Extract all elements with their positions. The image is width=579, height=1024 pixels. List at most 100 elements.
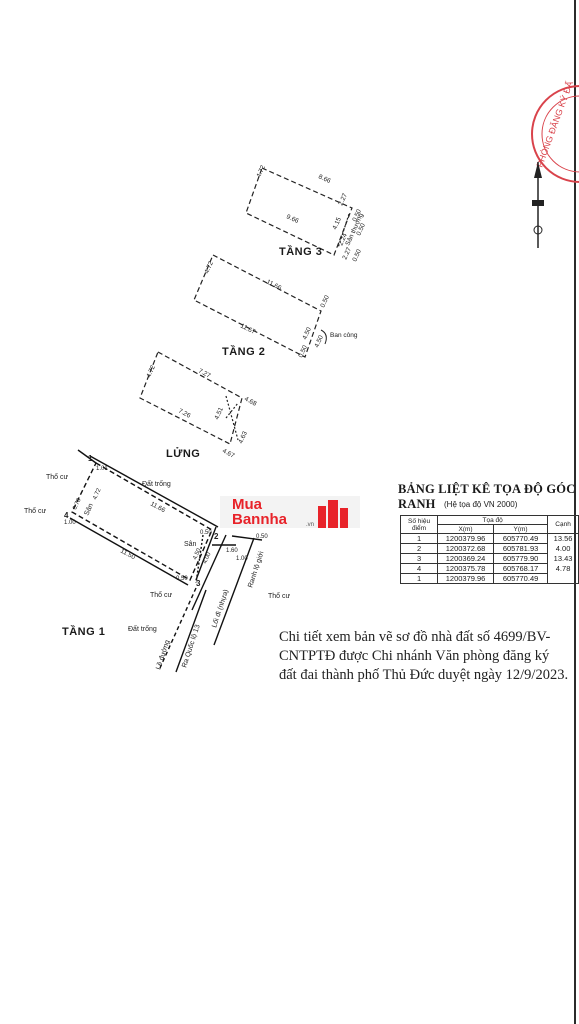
tang1-point-4: 4 <box>64 511 69 520</box>
lung-dim-r1: 4.68 <box>243 396 258 408</box>
tang1-tho-cu-3: Thổ cư <box>150 591 173 599</box>
tang1-outline <box>71 462 213 581</box>
table-row: 4 1200375.78 605768.17 4.78 <box>399 563 579 574</box>
tang1-dat-trong-2: Đất trống <box>128 624 157 633</box>
tang3-dim-r6: 0.50 <box>355 222 367 237</box>
tang1-san-right: Sân <box>184 541 197 548</box>
red-stamp-seal: PHÒNG ĐĂNG KÝ ĐẤ <box>531 80 579 183</box>
tang1-tho-cu-1: Thổ cư <box>46 473 69 481</box>
tang1-dat-trong-1: Đất trống <box>142 479 171 488</box>
tang2-dim-r1: 0.50 <box>319 294 331 309</box>
lung-outline <box>139 351 243 445</box>
tang3-outline <box>245 167 353 256</box>
tang1-san-left: Sân <box>83 502 95 516</box>
tang1-tho-cu-2: Thổ cư <box>24 507 47 515</box>
tang3-dim-left: 4.72 <box>255 164 267 179</box>
north-arrow-icon <box>532 162 544 248</box>
tang3-dim-bottom: 9.66 <box>285 213 300 225</box>
tang2-dim-r4: 0.50 <box>297 344 309 359</box>
header-point: Số hiệu điểm <box>399 515 439 534</box>
tang1-mid-a: 4.50 <box>192 547 203 561</box>
watermark-text-bannha: Bannha <box>232 511 288 528</box>
tang2-dim-bottom: 11.67 <box>239 323 257 337</box>
cell-y: 605768.17 <box>492 563 549 574</box>
tang3-dim-r4: 2.27 <box>341 246 353 261</box>
cell-y: 605770.49 <box>492 573 549 584</box>
watermark: Mua Bannha .vn <box>220 494 360 530</box>
table-row: 3 1200369.24 605779.90 13.43 <box>399 553 579 564</box>
tang2-dim-r3: 4.50 <box>313 334 325 349</box>
cell-x: 1200369.24 <box>437 553 494 564</box>
cell-x: 1200372.68 <box>437 543 494 554</box>
header-x: X(m) <box>437 524 494 534</box>
tang2-dim-r2: 4.50 <box>301 326 313 341</box>
cell-x: 1200375.78 <box>437 563 494 574</box>
lung-dim-r3: 4.67 <box>221 448 236 460</box>
page-edge <box>574 0 576 1024</box>
floor-title-tang1: TẦNG 1 <box>62 626 106 638</box>
cell-x: 1200379.96 <box>437 533 494 544</box>
tang1-left-c: 1.00 <box>64 520 76 526</box>
floor-title-tang2: TẦNG 2 <box>222 346 266 358</box>
tang3-dim-r1: 2.27 <box>337 192 349 207</box>
cell-edge: 13.43 <box>547 553 579 564</box>
cell-point: 4 <box>399 563 439 574</box>
tang3-dim-r3: 2.24 <box>337 232 349 247</box>
cell-edge-empty <box>547 573 579 584</box>
table-row: 1 1200379.96 605770.49 13.56 <box>399 533 579 544</box>
cell-edge: 13.56 <box>547 533 579 544</box>
tang1-right-d: 0.50 <box>256 534 268 540</box>
header-edge: Cạnh <box>547 515 579 534</box>
tang3-dim-top: 8.66 <box>317 173 332 185</box>
tang1-point-2: 2 <box>214 532 219 541</box>
cell-edge: 4.78 <box>547 563 579 574</box>
watermark-text-mua: Mua <box>232 496 262 513</box>
table-row: 2 1200372.68 605781.93 4.00 <box>399 543 579 554</box>
watermark-building-icon <box>220 496 360 528</box>
cell-point: 1 <box>399 533 439 544</box>
watermark-text-vn: .vn <box>306 522 315 528</box>
floor-title-lung: LỬNG <box>166 448 201 460</box>
tang3-dim-r2: 4.15 <box>331 216 343 231</box>
cell-point: 1 <box>399 573 439 584</box>
header-y: Y(m) <box>492 524 549 534</box>
tang3-dim-r5: 0.50 <box>351 208 363 223</box>
tang1-road-5: 1.60 <box>226 548 238 554</box>
table-row: 1 1200379.96 605770.49 <box>399 573 579 584</box>
cell-y: 605779.90 <box>492 553 549 564</box>
tang1-point-1: 1 <box>88 454 93 463</box>
cell-x: 1200379.96 <box>437 573 494 584</box>
tang1-left-a: 1.01 <box>96 466 108 472</box>
cell-point: 3 <box>399 553 439 564</box>
lung-dim-r4: 4.63 <box>237 430 249 445</box>
lung-dim-left: 4.72 <box>145 364 157 379</box>
tang2-outline <box>193 254 322 358</box>
tang3-dim-r7: 0.50 <box>351 248 363 263</box>
coords-table-subtitle: (Hệ tọa độ VN 2000) <box>444 500 518 509</box>
tang1-road-4: Ra Quốc lộ 13 <box>179 623 201 668</box>
tang1-left-d: 0.78 <box>72 497 83 511</box>
floor-title-tang3: TẦNG 3 <box>279 246 323 258</box>
tang1-right-a: 0.50 <box>200 530 212 536</box>
tang1-road-3: Lề đường <box>153 639 171 671</box>
coords-table-title: BẢNG LIỆT KÊ TỌA ĐỘ GÓC RANH <box>398 482 576 511</box>
tang1-right-b: 4.00 <box>202 551 213 565</box>
tang1-bottom-len: 11.50 <box>119 548 137 562</box>
lung-dim-r2: 4.51 <box>213 406 225 421</box>
tang2-dim-left: 4.72 <box>203 260 215 275</box>
detail-note: Chi tiết xem bản vẽ sơ đồ nhà đất số 469… <box>279 629 569 683</box>
cell-edge: 4.00 <box>547 543 579 554</box>
tang1-left-b: 4.72 <box>92 487 103 501</box>
header-coord: Tọa độ <box>437 515 549 525</box>
cell-point: 2 <box>399 543 439 554</box>
tang1-road-6: 1.00 <box>236 556 248 562</box>
tang1-road-2: Ranh lộ giới <box>247 550 265 588</box>
lung-dim-top: 7.27 <box>197 368 212 380</box>
tang2-dim-top: 11.66 <box>265 279 283 293</box>
tang1-right-c: 0.50 <box>176 576 188 582</box>
tang1-tho-cu-4: Thổ cư <box>268 592 291 600</box>
coords-table: Số hiệu điểm Tọa độ Cạnh X(m) Y(m) 1 120… <box>399 515 579 584</box>
tang1-top-len: 11.66 <box>149 501 167 515</box>
cell-y: 605770.49 <box>492 533 549 544</box>
